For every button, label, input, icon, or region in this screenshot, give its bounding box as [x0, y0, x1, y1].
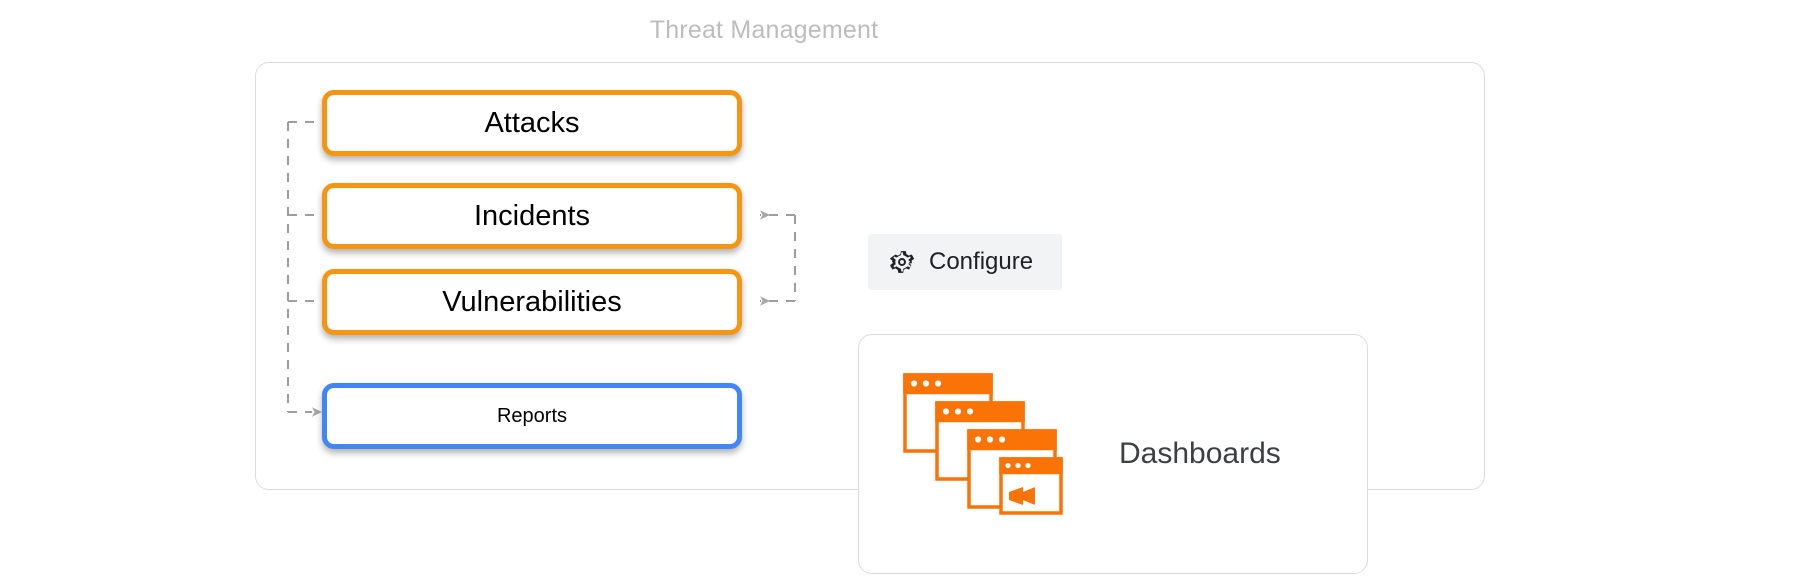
- nav-item-reports[interactable]: Reports: [322, 383, 742, 449]
- nav-item-vulnerabilities[interactable]: Vulnerabilities: [322, 269, 742, 335]
- dashboards-panel[interactable]: Dashboards: [858, 334, 1368, 574]
- nav-item-attacks-label: Attacks: [484, 106, 580, 139]
- threat-management-title: Threat Management: [0, 16, 1796, 45]
- nav-item-incidents[interactable]: Incidents: [322, 183, 742, 249]
- nav-item-attacks[interactable]: Attacks: [322, 90, 742, 156]
- configure-button[interactable]: Configure: [868, 234, 1062, 290]
- threat-management-title-text: Threat Management: [649, 16, 879, 44]
- configure-button-label: Configure: [929, 248, 1034, 275]
- dashboards-label: Dashboards: [1119, 437, 1281, 470]
- nav-item-reports-label: Reports: [496, 405, 568, 427]
- nav-item-vulnerabilities-label: Vulnerabilities: [442, 285, 622, 318]
- gear-icon: [890, 251, 914, 273]
- nav-item-incidents-label: Incidents: [473, 199, 591, 232]
- cascading-windows-icon: [901, 369, 1091, 539]
